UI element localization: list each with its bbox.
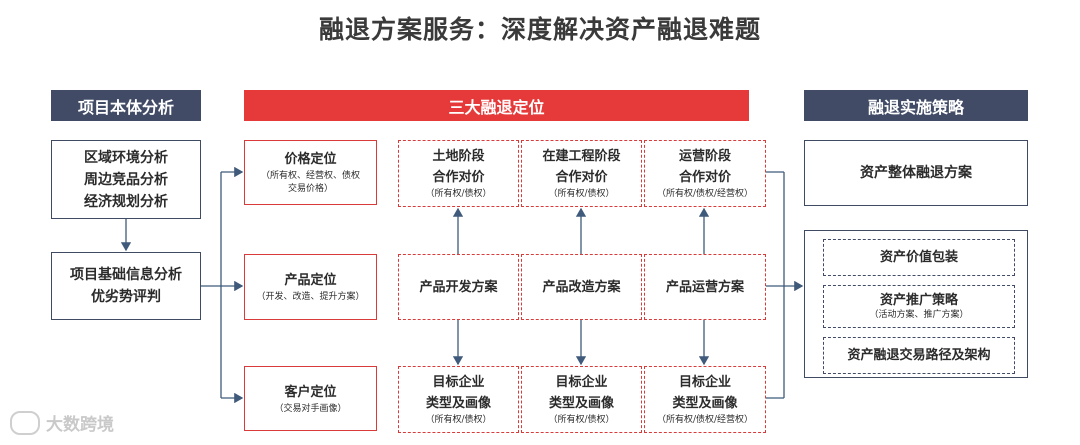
- box-sub: （所有权/债权/经营权）: [656, 189, 754, 199]
- box-line: 区域环境分析: [84, 149, 168, 166]
- box-line: 目标企业: [678, 375, 731, 390]
- transaction-path-box: 资产融退交易路径及架构: [823, 337, 1015, 374]
- header-three-positions: 三大融退定位: [244, 90, 749, 121]
- box-sub: （交易对手画像）: [274, 403, 347, 414]
- box-line: 目标企业: [432, 375, 485, 390]
- box-label: 客户定位: [284, 384, 337, 400]
- product-operation-box: 产品运营方案: [644, 254, 766, 320]
- box-line: 目标企业: [555, 375, 608, 390]
- basic-info-analysis-box: 项目基础信息分析 优劣势评判: [51, 252, 201, 320]
- box-line: 类型及画像: [425, 396, 491, 411]
- page-title: 融退方案服务：深度解决资产融退难题: [318, 15, 761, 44]
- box-line: 合作对价: [678, 170, 731, 185]
- watermark-logo-icon: [10, 410, 40, 435]
- box-line: 运营阶段: [678, 149, 731, 164]
- box-label: 产品开发方案: [419, 279, 498, 295]
- box-label: 资产融退交易路径及架构: [847, 348, 991, 363]
- land-stage-box: 土地阶段 合作对价 （所有权/债权）: [398, 140, 519, 207]
- construction-stage-box: 在建工程阶段 合作对价 （所有权/债权）: [521, 140, 642, 207]
- product-renovation-box: 产品改造方案: [521, 254, 642, 320]
- box-line: 土地阶段: [432, 149, 485, 164]
- box-label: 资产整体融退方案: [860, 165, 972, 181]
- box-label: 产品运营方案: [665, 279, 744, 295]
- box-line: 合作对价: [432, 170, 485, 185]
- box-sub: （所有权/债权）: [548, 189, 615, 199]
- box-sub: （所有权/债权）: [548, 415, 615, 425]
- header-project-analysis: 项目本体分析: [51, 90, 201, 121]
- box-line: 类型及画像: [548, 396, 614, 411]
- product-position-box: 产品定位 （开发、改造、提升方案）: [244, 254, 377, 320]
- watermark-text: 大数跨境: [46, 415, 114, 435]
- asset-value-packaging-box: 资产价值包装: [823, 239, 1015, 276]
- asset-promotion-box: 资产推广策略 （活动方案、推广方案）: [823, 285, 1015, 328]
- box-line: 在建工程阶段: [542, 149, 621, 164]
- target-enterprise-box: 目标企业 类型及画像 （所有权/债权/经营权）: [644, 366, 766, 433]
- box-sub: （开发、改造、提升方案）: [256, 292, 365, 302]
- box-sub: 交易价格）: [287, 184, 333, 194]
- box-line: 经济规划分析: [84, 193, 168, 210]
- environment-analysis-box: 区域环境分析 周边竞品分析 经济规划分析: [51, 140, 201, 219]
- box-label: 产品改造方案: [542, 279, 621, 295]
- box-label: 资产推广策略: [879, 292, 958, 308]
- target-enterprise-box: 目标企业 类型及画像 （所有权/债权）: [521, 366, 642, 433]
- box-line: 类型及画像: [672, 396, 738, 411]
- box-sub: （活动方案、推广方案）: [869, 309, 969, 320]
- price-position-box: 价格定位 （所有权、经营权、债权 交易价格）: [244, 140, 377, 205]
- overall-exit-plan-box: 资产整体融退方案: [804, 140, 1028, 206]
- box-sub: （所有权/债权）: [425, 189, 492, 199]
- box-line: 周边竞品分析: [84, 171, 168, 188]
- box-sub: （所有权/债权/经营权）: [656, 415, 754, 425]
- box-sub: （所有权/债权）: [425, 415, 492, 425]
- box-label: 资产价值包装: [879, 250, 958, 265]
- box-label: 价格定位: [284, 152, 337, 167]
- box-label: 产品定位: [284, 273, 337, 288]
- box-line: 合作对价: [555, 170, 608, 185]
- customer-position-box: 客户定位 （交易对手画像）: [244, 366, 377, 431]
- header-implementation-strategy: 融退实施策略: [804, 90, 1028, 121]
- box-line: 优劣势评判: [91, 289, 161, 305]
- operation-stage-box: 运营阶段 合作对价 （所有权/债权/经营权）: [644, 140, 766, 207]
- watermark: 大数跨境: [10, 410, 114, 435]
- box-sub: （所有权、经营权、债权: [260, 171, 360, 181]
- box-line: 项目基础信息分析: [70, 267, 182, 283]
- product-development-box: 产品开发方案: [398, 254, 519, 320]
- target-enterprise-box: 目标企业 类型及画像 （所有权/债权）: [398, 366, 519, 433]
